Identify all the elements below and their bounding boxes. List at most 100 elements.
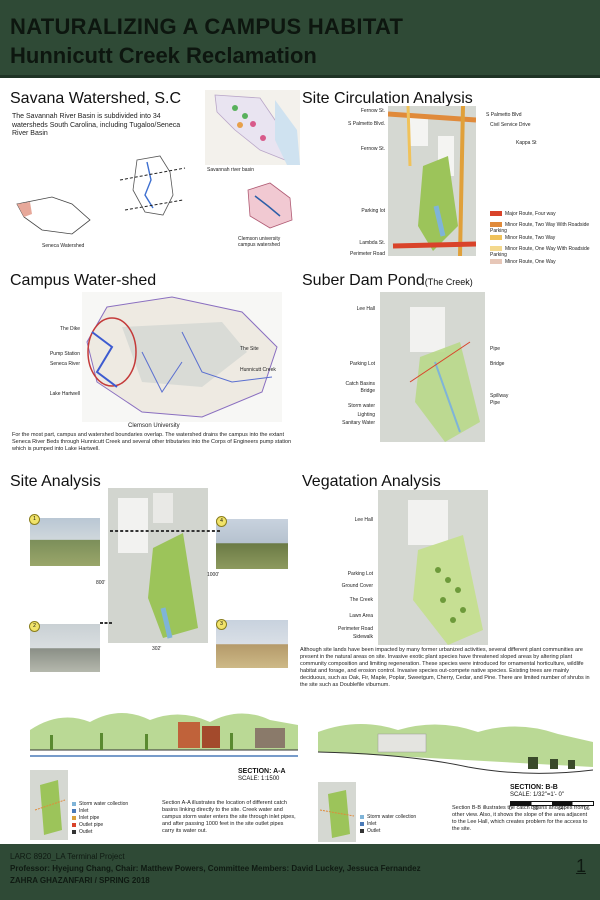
suber-label-spillway: Spillway [490,393,509,399]
site-dim-right: 1000' [207,572,220,578]
section-a-keymap [30,770,68,840]
caption-river-basin: Savannah river basin [207,167,254,173]
suber-heading-small: (The Creek) [424,277,473,287]
suber-label-pipe: Pipe [490,346,501,352]
legend-label: Major Route, Four way [505,211,556,217]
section-a-body: Section A-A illustrates the location of … [162,800,296,834]
suber-heading-text: Suber Dam Pond [302,272,425,289]
legend-label: Minor Route, Two Way With Roadside Parki… [490,222,590,234]
legend-label: Minor Route, One Way With Roadside Parki… [490,246,590,258]
scale-tick: 32 [533,806,539,812]
veg-label-sidewalk: Sidewalk [352,634,373,640]
circulation-heading: Site Circulation Analysis [302,90,473,107]
circ-label-parking: Parking lot [361,208,385,214]
site-heading: Site Analysis [10,473,101,490]
section-a-scale: SCALE: 1:1500 [238,776,280,782]
circulation-map [388,106,476,256]
section-a-title: SECTION: A-A [238,768,286,775]
section-b-scale: SCALE: 1/32"=1'- 0" [510,792,564,798]
footer-author: ZAHRA GHAZANFARI / SPRING 2018 [10,876,150,885]
site-photo-3 [216,620,288,668]
legend-swatch [360,814,364,819]
section-b-drawing [318,723,593,774]
photo-number-4: 4 [216,516,227,527]
legend-swatch [490,222,502,228]
campus-watershed-map [82,292,282,422]
campus-heading: Campus Water-shed [10,272,157,289]
suber-heading: Suber Dam Pond(The Creek) [302,272,473,290]
suber-map [380,292,485,442]
legend-label: Minor Route, One Way [505,259,556,265]
site-dashed-guide [100,622,112,624]
legend-label: Outlet [79,829,93,835]
legend-label: Storm water collection [367,814,417,820]
legend-label: Minor Route, Two Way [505,235,556,241]
circ-label-kappa: Kappa St [516,140,537,146]
suber-label-parking: Parking Lot [349,361,375,367]
suber-label-pipe-2: Pipe [490,400,501,406]
legend-swatch [72,808,76,813]
legend-label: Inlet [367,821,377,827]
circ-label-palmetto-r: S Palmetto Blvd [486,112,522,118]
site-dim-vertical: 800' [96,580,106,586]
campus-map-caption: Clemson University [128,423,180,429]
suber-label-lighting: Lighting [357,412,375,418]
poster-footer: LARC 8920_LA Terminal Project Professor:… [0,844,600,900]
campus-label-site: The Site [240,346,259,352]
campus-label-pump: Pump Station [49,351,80,357]
campus-label-hunnicutt: Hunnicutt Creek [240,367,276,373]
poster-header: NATURALIZING A CAMPUS HABITAT Hunnicutt … [0,0,600,78]
poster-subtitle: Hunnicutt Creek Reclamation [10,43,317,68]
veg-body: Although site lands have been impacted b… [300,647,590,688]
campus-label-hartwell: Lake Hartwell [49,391,80,397]
circ-label-fernow-2: Fernow St. [360,146,385,152]
veg-map [378,490,488,645]
campus-body: For the most part, campus and watershed … [12,432,292,452]
photo-number-3: 3 [216,619,227,630]
site-photo-4 [216,519,288,569]
legend-swatch [490,246,502,252]
legend-label: Outlet [367,828,381,834]
scale-tick: 96 [584,806,590,812]
suber-label-storm: Storm water [348,403,375,409]
veg-label-parking: Parking Lot [347,571,373,577]
legend-swatch [490,211,502,217]
legend-swatch [490,235,502,241]
section-b-body: Section B-B illustrates the catch basins… [452,805,588,832]
legend-label: Storm water collection [79,801,129,807]
veg-label-ground: Ground Cover [341,583,373,589]
footer-course: LARC 8920_LA Terminal Project [10,852,125,861]
site-photo-1 [30,518,100,566]
photo-number-2: 2 [29,621,40,632]
scale-tick: 0 [509,806,512,812]
caption-clemson: Clemson university campus watershed [238,236,281,248]
circ-label-perimeter: Perimeter Road [349,251,385,257]
section-b-title: SECTION: B-B [510,784,558,791]
circ-label-palmetto: S Palmetto Blvd. [348,121,385,127]
legend-swatch [72,801,76,806]
circ-label-fernow: Fernow St. [360,108,385,114]
veg-label-creek: The Creek [349,597,373,603]
photo-number-1: 1 [29,514,40,525]
circ-label-lambda: Lambda St. [359,240,385,246]
suber-label-sanitary: Sanitary Water [342,420,375,426]
site-dashed-guide [110,530,220,532]
campus-label-seneca: Seneca River [49,361,80,367]
veg-label-lawn: Lawn Area [349,613,373,619]
caption-seneca: Seneca Watershed [42,243,85,249]
clemson-watershed-map [247,182,293,229]
page-number: 1 [575,856,586,876]
legend-swatch [360,828,364,833]
suber-label-lee: Lee Hall [356,306,375,312]
legend-swatch [72,829,76,834]
legend-label: Inlet pipe [79,815,100,821]
section-a-drawing [30,712,298,757]
campus-label-dike: The Dike [59,326,80,332]
savannah-basin-map [205,90,300,165]
legend-swatch [360,821,364,826]
legend-swatch [72,822,76,827]
section-b-keymap [318,782,356,842]
scale-tick: 64 [558,806,564,812]
suber-label-catch: Catch Basins [345,381,375,387]
section-b-legend: Storm water collection Inlet Outlet [360,814,416,835]
